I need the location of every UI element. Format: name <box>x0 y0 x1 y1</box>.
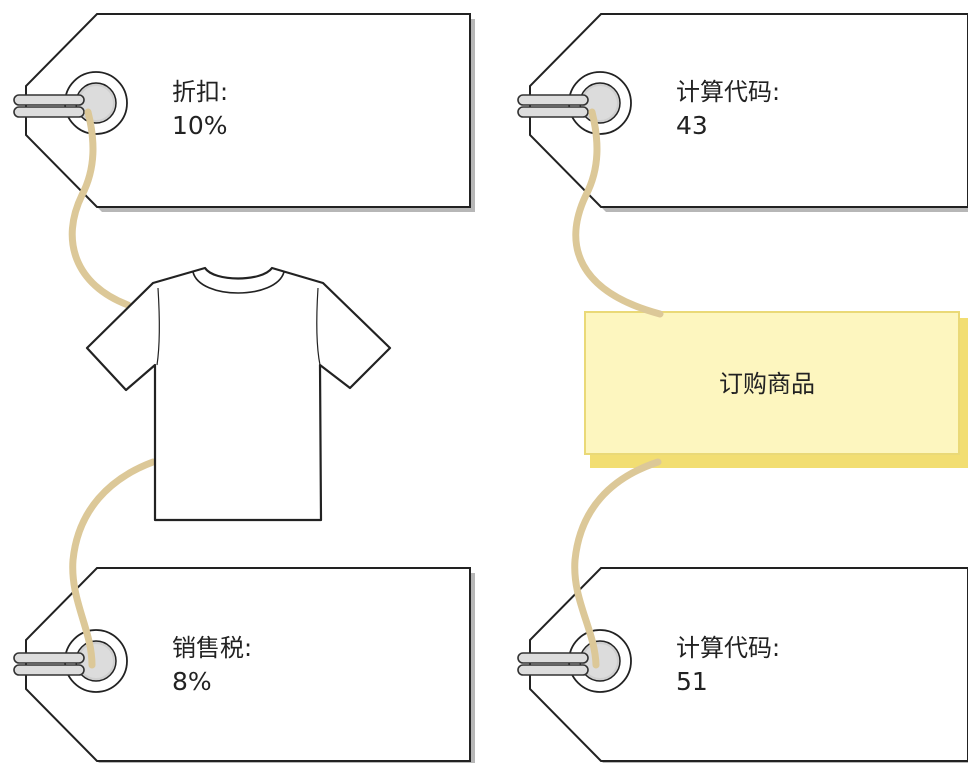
tag-shape <box>25 13 471 208</box>
tag-calc-code-43: 计算代码: 43 <box>517 13 968 212</box>
tag-loop-icon <box>517 652 589 676</box>
tag-value: 10% <box>172 111 228 140</box>
tag-title: 折扣: <box>172 78 228 106</box>
tag-value: 43 <box>676 111 708 140</box>
tag-calc-code-51: 计算代码: 51 <box>517 567 968 766</box>
tag-discount: 折扣: 10% <box>13 13 475 212</box>
tag-shape <box>529 567 968 762</box>
string-sales-tax <box>69 458 157 669</box>
t-shirt-icon <box>85 266 392 522</box>
tag-loop-icon <box>13 652 85 676</box>
tag-value: 51 <box>676 667 708 696</box>
tag-title: 销售税: <box>172 634 252 662</box>
tag-loop-icon <box>13 94 85 118</box>
tag-sales-tax: 销售税: 8% <box>13 567 475 766</box>
box-body <box>584 311 960 455</box>
tag-strings <box>68 108 664 669</box>
string-discount <box>68 108 132 309</box>
tag-title: 计算代码: <box>676 634 780 662</box>
box-label: 订购商品 <box>719 370 815 398</box>
tag-shape <box>25 567 471 762</box>
tag-loop-icon <box>517 94 589 118</box>
string-calc-code-43 <box>572 108 664 318</box>
string-calc-code-51 <box>571 458 662 669</box>
ordered-item-box: 订购商品 <box>584 311 968 468</box>
tag-shape <box>529 13 968 208</box>
tag-title: 计算代码: <box>676 78 780 106</box>
tag-value: 8% <box>172 667 212 696</box>
